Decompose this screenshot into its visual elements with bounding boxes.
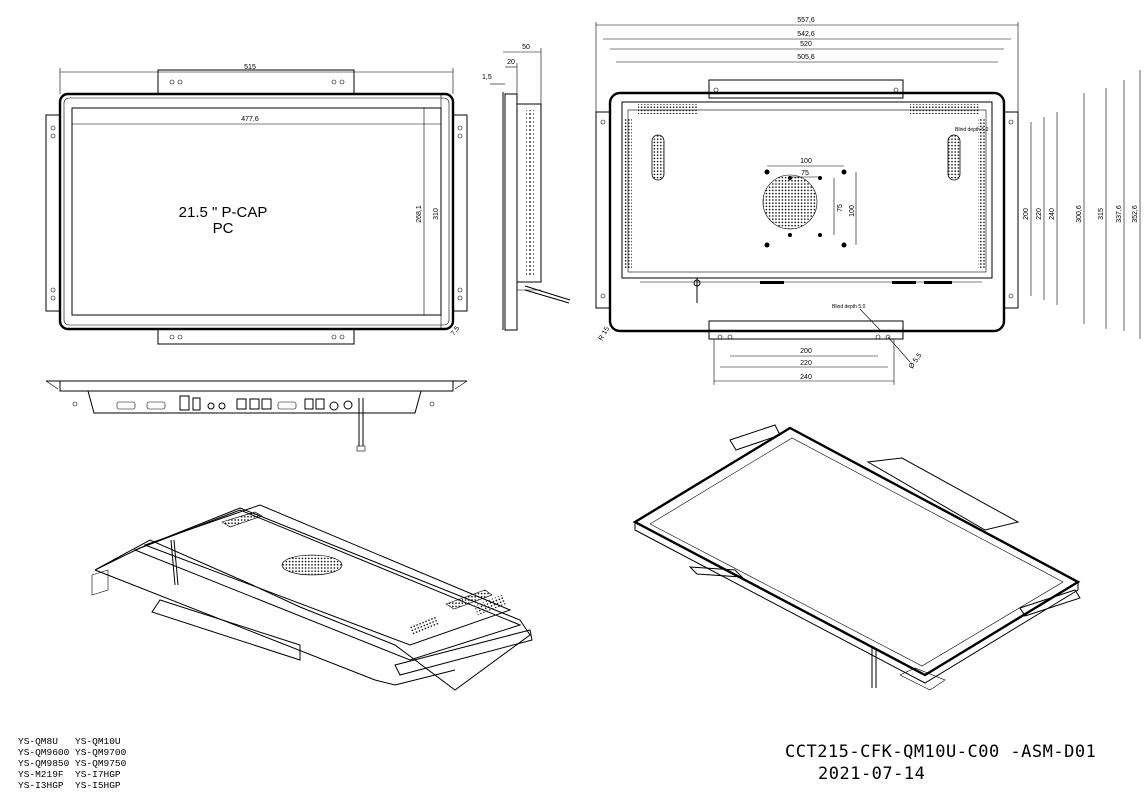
dim-w3-label: 520 — [800, 41, 812, 48]
note2-label: Blind depth 5,0 — [832, 304, 866, 310]
dim-offset-label: 1,5 — [482, 74, 492, 81]
vesa-v-outer-label: 100 — [849, 205, 856, 217]
dim-w4-label: 505,6 — [797, 54, 815, 61]
model-line: YS-QM8U YS-QM10U — [18, 736, 121, 747]
title-block: CCT215-CFK-QM10U-C00 -ASM-D01 2021-07-14 — [785, 741, 1096, 785]
side-view: 50 20 1,5 — [482, 44, 571, 331]
dim-h3-label: 240 — [1049, 208, 1056, 220]
dim-mid-label: 20 — [507, 59, 515, 66]
model-line: YS-QM9850 YS-QM9750 — [18, 758, 127, 769]
bracket-b3-label: 240 — [800, 374, 812, 381]
dim-h6-label: 337,6 — [1116, 205, 1123, 223]
dim-w1-label: 557,6 — [797, 17, 815, 24]
dim-h1-label: 200 — [1023, 208, 1030, 220]
dim-active-width-label: 477,6 — [241, 116, 259, 123]
model-list: YS-QM8U YS-QM10U YS-QM9600 YS-QM9700 YS-… — [18, 736, 126, 791]
drawing-date: 2021-07-14 — [818, 764, 926, 784]
model-line: YS-M219F YS-I7HGP — [18, 769, 121, 780]
dim-width-label: 515 — [244, 64, 256, 71]
dim-height-label: 310 — [433, 208, 440, 220]
vesa-inner-label: 75 — [801, 170, 809, 177]
vesa-v-inner-label: 75 — [837, 204, 844, 212]
bottom-view — [45, 380, 468, 452]
bracket-b1-label: 200 — [800, 348, 812, 355]
iso-rear-view — [91, 504, 533, 691]
dim-h4-label: 300,6 — [1076, 205, 1083, 223]
hole-dia-label: Ø 5,5 — [908, 352, 924, 370]
panel-label-line2: PC — [213, 220, 234, 237]
vesa-outer-label: 100 — [800, 158, 812, 165]
dim-h5-label: 315 — [1098, 208, 1105, 220]
drawing-number: CCT215-CFK-QM10U-C00 -ASM-D01 — [785, 742, 1097, 762]
model-line: YS-I3HGP YS-I5HGP — [18, 780, 121, 791]
rear-view: 100 75 75 100 557,6 542,6 520 505,6 200 … — [595, 17, 1141, 385]
panel-label-line1: 21.5 " P-CAP — [179, 204, 268, 221]
note1-label: Blind depth 5,0 — [955, 127, 989, 133]
dim-h7-label: 352,6 — [1132, 205, 1139, 223]
iso-front-view — [632, 424, 1081, 691]
dim-active-height-label: 268,1 — [416, 205, 423, 223]
dim-depth-label: 50 — [522, 44, 530, 51]
dim-h2-label: 220 — [1036, 208, 1043, 220]
front-view: 515 477,6 268,1 310 7,5 21.5 " P-CAP PC — [45, 64, 468, 345]
dim-w2-label: 542,6 — [797, 31, 815, 38]
ports-row — [116, 395, 353, 411]
bracket-b2-label: 220 — [800, 360, 812, 367]
model-line: YS-QM9600 YS-QM9700 — [18, 747, 127, 758]
corner-r-label: R 15 — [598, 326, 612, 342]
dim-corner-label: 7,5 — [450, 325, 461, 337]
